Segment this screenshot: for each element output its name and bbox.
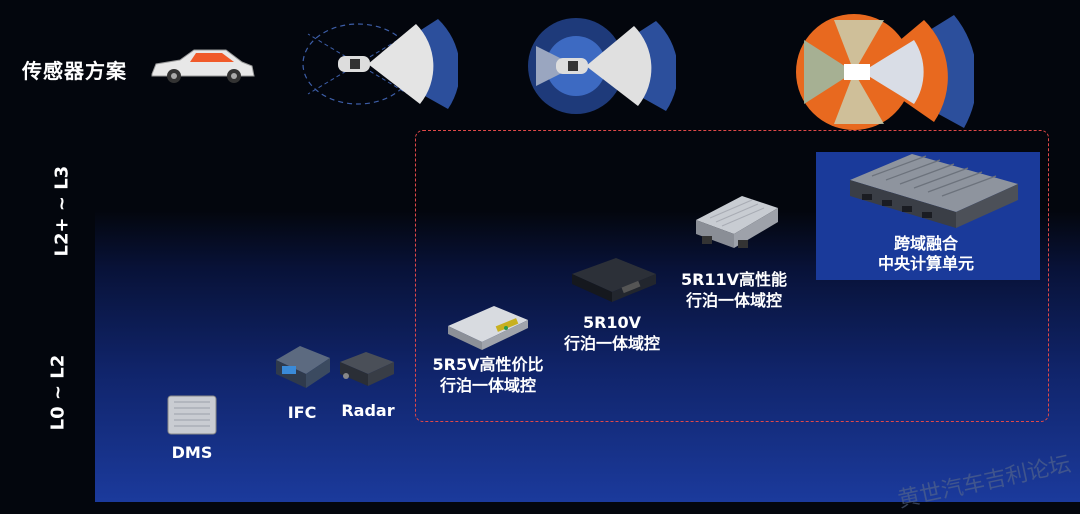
- dms-label: DMS: [171, 443, 213, 462]
- car-icon: [151, 49, 255, 83]
- domain-controller-group: [415, 130, 1049, 422]
- r11v-label-line1: 5R11V高性能: [680, 270, 788, 289]
- sensor-coverage-full-icon: [796, 14, 974, 130]
- r5v-controller-icon: [448, 306, 528, 350]
- sensor-coverage-mid-icon: [528, 18, 676, 114]
- sensor-scheme-title: 传感器方案: [22, 59, 127, 83]
- dms-device-icon: [167, 395, 217, 435]
- ifc-device-icon: [276, 346, 330, 388]
- axis-upper-label: L2+ ~ L3: [51, 165, 73, 257]
- r10v-label-line2: 行泊一体域控: [563, 334, 660, 353]
- central-label-line1: 跨域融合: [893, 234, 958, 253]
- axis-lower-label: L0 ~ L2: [47, 354, 69, 431]
- r10v-label-line1: 5R10V: [582, 313, 642, 332]
- sensor-coverage-basic-icon: [302, 19, 458, 109]
- r11v-label-line2: 行泊一体域控: [685, 291, 782, 310]
- central-computing-unit-icon: [850, 154, 1018, 228]
- radar-device-icon: [340, 352, 394, 386]
- ifc-label: IFC: [287, 403, 317, 422]
- left-band: [0, 0, 95, 502]
- r11v-controller-icon: [696, 196, 778, 248]
- r10v-controller-icon: [572, 258, 656, 302]
- radar-label: Radar: [341, 401, 395, 420]
- central-label-line2: 中央计算单元: [877, 254, 974, 273]
- r5v-label-line1: 5R5V高性价比: [432, 355, 544, 374]
- r5v-label-line2: 行泊一体域控: [439, 376, 536, 395]
